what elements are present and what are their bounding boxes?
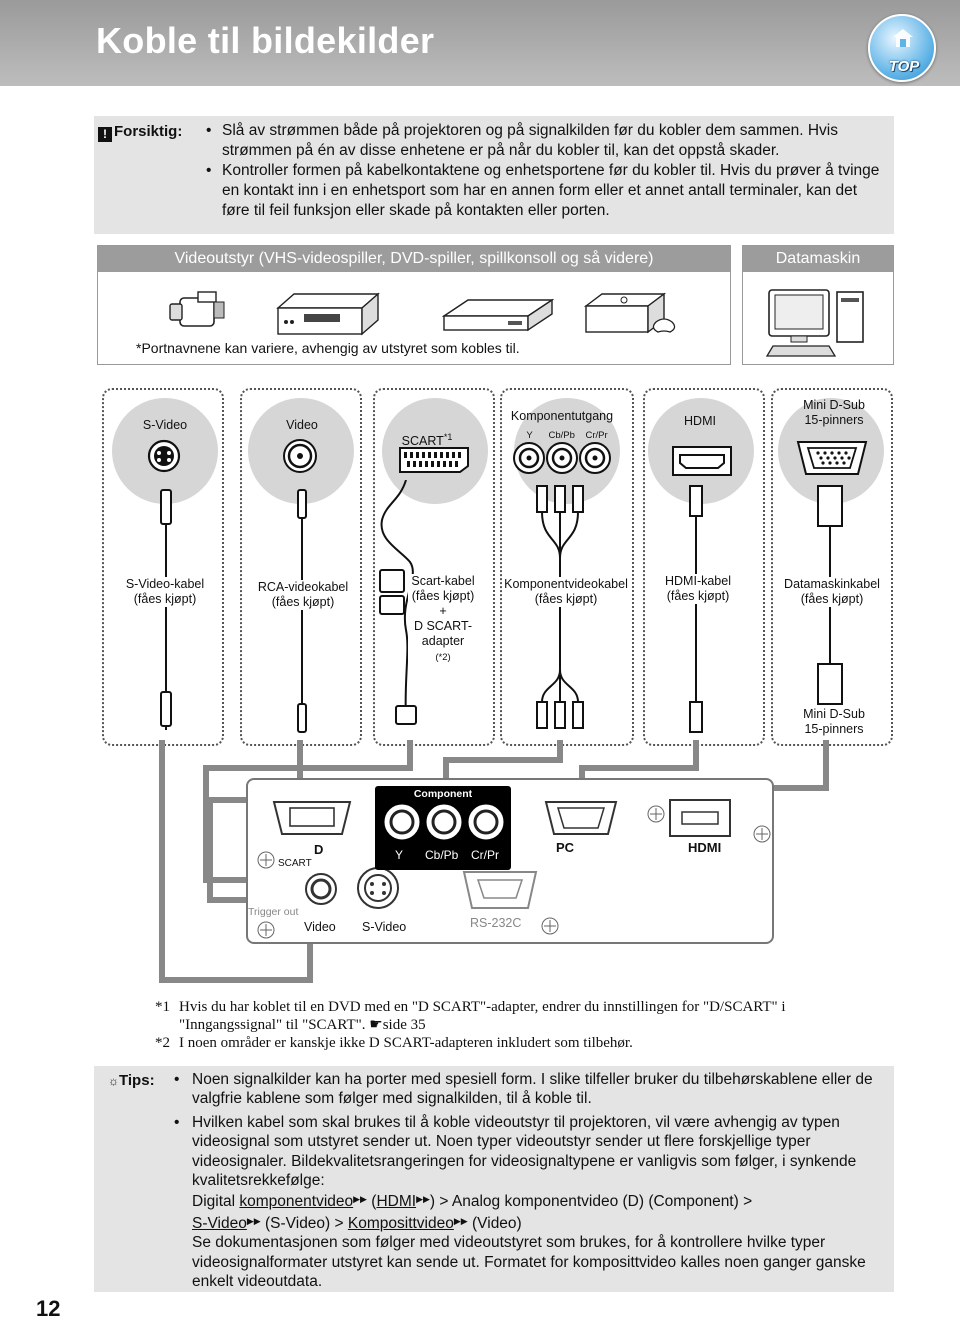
pc-cable-label: Datamaskinkabel(fåes kjøpt) bbox=[776, 577, 888, 607]
vcr-icon bbox=[276, 292, 380, 336]
video-label-panel: Video bbox=[304, 920, 336, 934]
page-number: 12 bbox=[36, 1296, 61, 1321]
video-port-icon bbox=[305, 873, 337, 905]
video-port-label: Video bbox=[286, 418, 318, 432]
scart-cable-label: Scart-kabel(fåes kjøpt)+D SCART-adapter(… bbox=[408, 574, 478, 665]
computer-icon bbox=[765, 289, 864, 357]
tips-item: Noen signalkilder kan ha porter med spes… bbox=[172, 1070, 884, 1109]
warning-icon: ! bbox=[98, 127, 112, 142]
tips-item: Hvilken kabel som skal brukes til å kobl… bbox=[172, 1113, 884, 1292]
component-video-link[interactable]: komponentvideo bbox=[239, 1193, 354, 1211]
screw-icon bbox=[257, 921, 275, 939]
component-label: Component bbox=[413, 788, 473, 800]
cr-label: Cr/Pr bbox=[471, 848, 499, 862]
component-sub-labels: Y Cb/Pb Cr/Pr bbox=[526, 430, 608, 441]
component-column bbox=[500, 388, 634, 746]
component-port-label: Komponentutgang bbox=[510, 409, 614, 423]
caution-label: !Forsiktig: bbox=[98, 123, 182, 142]
hdmi-link[interactable]: HDMI bbox=[376, 1193, 417, 1211]
scart-port-label: SCART*1 bbox=[401, 432, 453, 449]
scart-connector-icon bbox=[399, 447, 469, 473]
hdmi-port-label-panel: HDMI bbox=[688, 840, 722, 855]
page-title: Koble til bildekilder bbox=[96, 20, 435, 61]
component-port-panel: Component Y Cb/Pb Cr/Pr bbox=[375, 786, 511, 870]
dsub-scart-port-icon bbox=[272, 801, 352, 835]
component-cable-label: Komponentvideokabel(fåes kjøpt) bbox=[502, 577, 630, 607]
computer-header: Datamaskin bbox=[743, 246, 893, 272]
tips-box: ☼Tips: Noen signalkilder kan ha porter m… bbox=[94, 1066, 894, 1292]
tips-label: ☼Tips: bbox=[108, 1072, 155, 1089]
y-label: Y bbox=[395, 848, 404, 862]
game-console-icon bbox=[584, 292, 676, 334]
glossary-arrow-icon: ▶▶ bbox=[353, 1194, 367, 1205]
caution-list: Slå av strømmen både på projektoren og p… bbox=[206, 121, 886, 221]
rca-cable-label: RCA-videokabel(fåes kjøpt) bbox=[248, 580, 358, 610]
vga-connector-icon bbox=[796, 441, 868, 475]
glossary-arrow-icon: ▶▶ bbox=[453, 1215, 468, 1226]
rs232c-label: RS-232C bbox=[470, 916, 522, 930]
svideo-connector-icon bbox=[147, 439, 181, 473]
pc-port-icon bbox=[544, 801, 618, 835]
hdmi-port-icon bbox=[669, 799, 731, 837]
svideo-cable-label: S-Video-kabel(fåes kjøpt) bbox=[110, 577, 220, 607]
glossary-arrow-icon: ▶▶ bbox=[416, 1194, 430, 1205]
tips-list: Noen signalkilder kan ha porter med spes… bbox=[172, 1070, 884, 1295]
video-devices-box: Videoutstyr (VHS-videospiller, DVD-spill… bbox=[97, 245, 731, 365]
dvd-player-icon bbox=[442, 298, 554, 332]
hdmi-connector-icon bbox=[672, 446, 732, 476]
top-button-label: TOP bbox=[888, 58, 920, 75]
top-button[interactable]: TOP bbox=[868, 14, 936, 82]
svideo-label-panel: S-Video bbox=[362, 920, 407, 934]
scart-label: SCART bbox=[278, 858, 312, 869]
hdmi-port-label: HDMI bbox=[684, 414, 716, 428]
rs232c-port-icon bbox=[462, 871, 538, 909]
component-connectors-icon bbox=[513, 442, 611, 474]
video-devices-header: Videoutstyr (VHS-videospiller, DVD-spill… bbox=[98, 246, 730, 272]
screw-icon bbox=[753, 825, 771, 843]
caution-item: Kontroller formen på kabelkontaktene og … bbox=[206, 161, 886, 221]
lightbulb-icon: ☼ bbox=[108, 1074, 119, 1088]
minidsub-column bbox=[771, 388, 893, 746]
camcorder-icon bbox=[169, 291, 225, 327]
screw-icon bbox=[257, 851, 275, 869]
reference-icon: ☛ bbox=[369, 1017, 383, 1033]
svideo-link[interactable]: S-Video bbox=[192, 1214, 247, 1232]
cb-label: Cb/Pb bbox=[425, 848, 459, 862]
d-label: D bbox=[314, 842, 324, 857]
rca-connector-icon bbox=[283, 439, 317, 473]
caution-item: Slå av strømmen både på projektoren og p… bbox=[206, 121, 886, 161]
scart-column bbox=[373, 388, 495, 746]
glossary-arrow-icon: ▶▶ bbox=[246, 1215, 261, 1226]
hdmi-column bbox=[643, 388, 765, 746]
screw-icon bbox=[541, 917, 559, 935]
home-icon bbox=[893, 29, 913, 47]
svideo-port-label: S-Video bbox=[142, 418, 188, 432]
composite-video-link[interactable]: Komposittvideo bbox=[347, 1214, 454, 1232]
computer-box: Datamaskin bbox=[742, 245, 894, 365]
component-ports-icon bbox=[384, 804, 504, 840]
svideo-port-icon bbox=[357, 867, 399, 909]
page-reference-link[interactable]: side 35 bbox=[382, 1017, 426, 1033]
page-header: Koble til bildekilder TOP bbox=[0, 0, 960, 86]
ports-note: *Portnavnene kan variere, avhengig av ut… bbox=[136, 340, 520, 356]
screw-icon bbox=[647, 805, 665, 823]
trigger-out-label: Trigger out bbox=[248, 906, 299, 918]
hdmi-cable-label: HDMI-kabel(fåes kjøpt) bbox=[652, 574, 744, 604]
cables-drawing bbox=[160, 480, 843, 733]
pc-port-label: PC bbox=[556, 840, 575, 855]
caution-box: !Forsiktig: Slå av strømmen både på proj… bbox=[94, 116, 894, 234]
